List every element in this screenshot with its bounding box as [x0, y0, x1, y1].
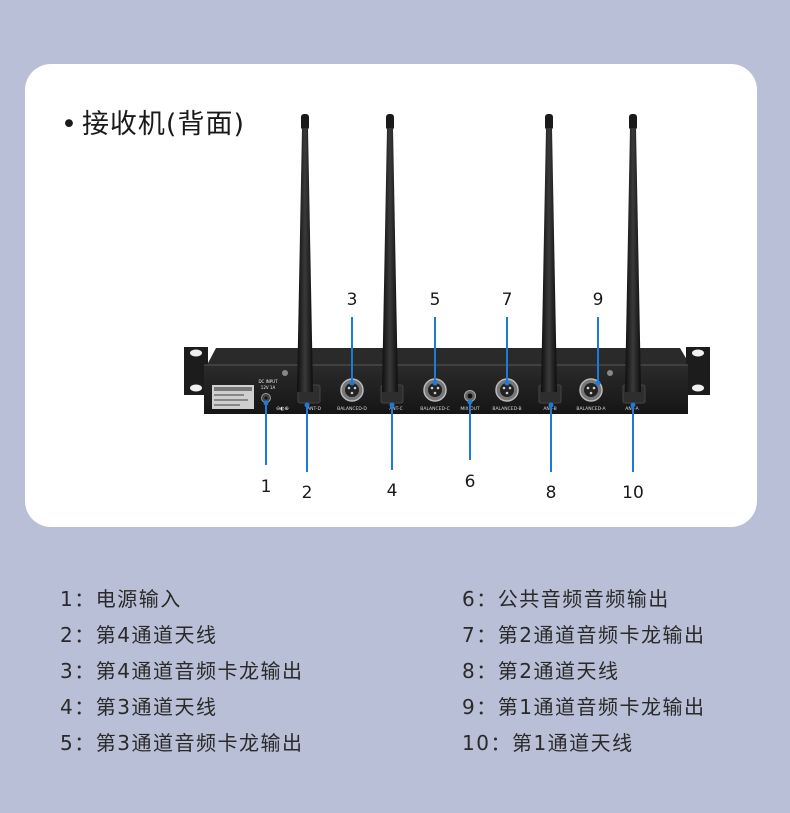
- legend-item-5: 5：第3通道音频卡龙输出: [60, 731, 304, 755]
- callout-number-7: 7: [502, 290, 513, 310]
- callout-number-8: 8: [546, 483, 557, 503]
- rack-hole-left-bottom: [190, 384, 202, 392]
- dc-volt-label: 12V 1A: [261, 385, 276, 390]
- legend-item-1: 1：电源输入: [60, 587, 182, 611]
- screw: [607, 370, 613, 376]
- legend-item-3: 3：第4通道音频卡龙输出: [60, 659, 304, 683]
- xlr-output-d: [340, 378, 364, 402]
- balanced-a-label: BALANCED-A: [576, 406, 606, 412]
- callout-number-3: 3: [347, 290, 358, 310]
- chassis-top: [207, 348, 690, 365]
- antenna-4: [297, 114, 313, 392]
- title-bullet: •: [61, 109, 78, 140]
- rack-hole-right-bottom: [692, 384, 704, 392]
- screw: [282, 370, 288, 376]
- balanced-b-label: BALANCED-B: [492, 406, 521, 412]
- callout-number-2: 2: [302, 483, 313, 503]
- callout-number-10: 10: [622, 483, 644, 503]
- legend-item-9: 9：第1通道音频卡龙输出: [462, 695, 706, 719]
- callout-number-4: 4: [387, 481, 398, 501]
- dc-input-label: DC INPUT: [258, 379, 278, 384]
- callout-number-1: 1: [261, 477, 272, 497]
- legend-item-4: 4：第3通道天线: [60, 695, 218, 719]
- balanced-d-label: BALANCED-D: [337, 406, 367, 412]
- legend-item-7: 7：第2通道音频卡龙输出: [462, 623, 706, 647]
- antenna-2: [541, 114, 557, 392]
- legend-item-6: 6：公共音频音频输出: [462, 587, 670, 611]
- polarity-symbol: ⊖◐⊕: [276, 406, 289, 412]
- legend-item-8: 8：第2通道天线: [462, 659, 620, 683]
- balanced-c-label: BALANCED-C: [420, 406, 449, 412]
- rack-hole-right-top: [692, 349, 704, 357]
- diagram-title: •接收机(背面): [61, 102, 245, 141]
- rack-hole-left-top: [190, 349, 202, 357]
- callout-number-6: 6: [465, 472, 476, 492]
- title-text: 接收机(背面): [81, 109, 246, 140]
- callout-number-9: 9: [593, 290, 604, 310]
- ant-c-label: ANT-C: [389, 406, 403, 412]
- antenna-3: [382, 114, 398, 392]
- legend-item-2: 2：第4通道天线: [60, 623, 218, 647]
- ant-d-label: ANT-D: [307, 406, 321, 412]
- antenna-1: [625, 114, 641, 392]
- callout-number-5: 5: [430, 290, 441, 310]
- legend-item-10: 10：第1通道天线: [462, 731, 634, 755]
